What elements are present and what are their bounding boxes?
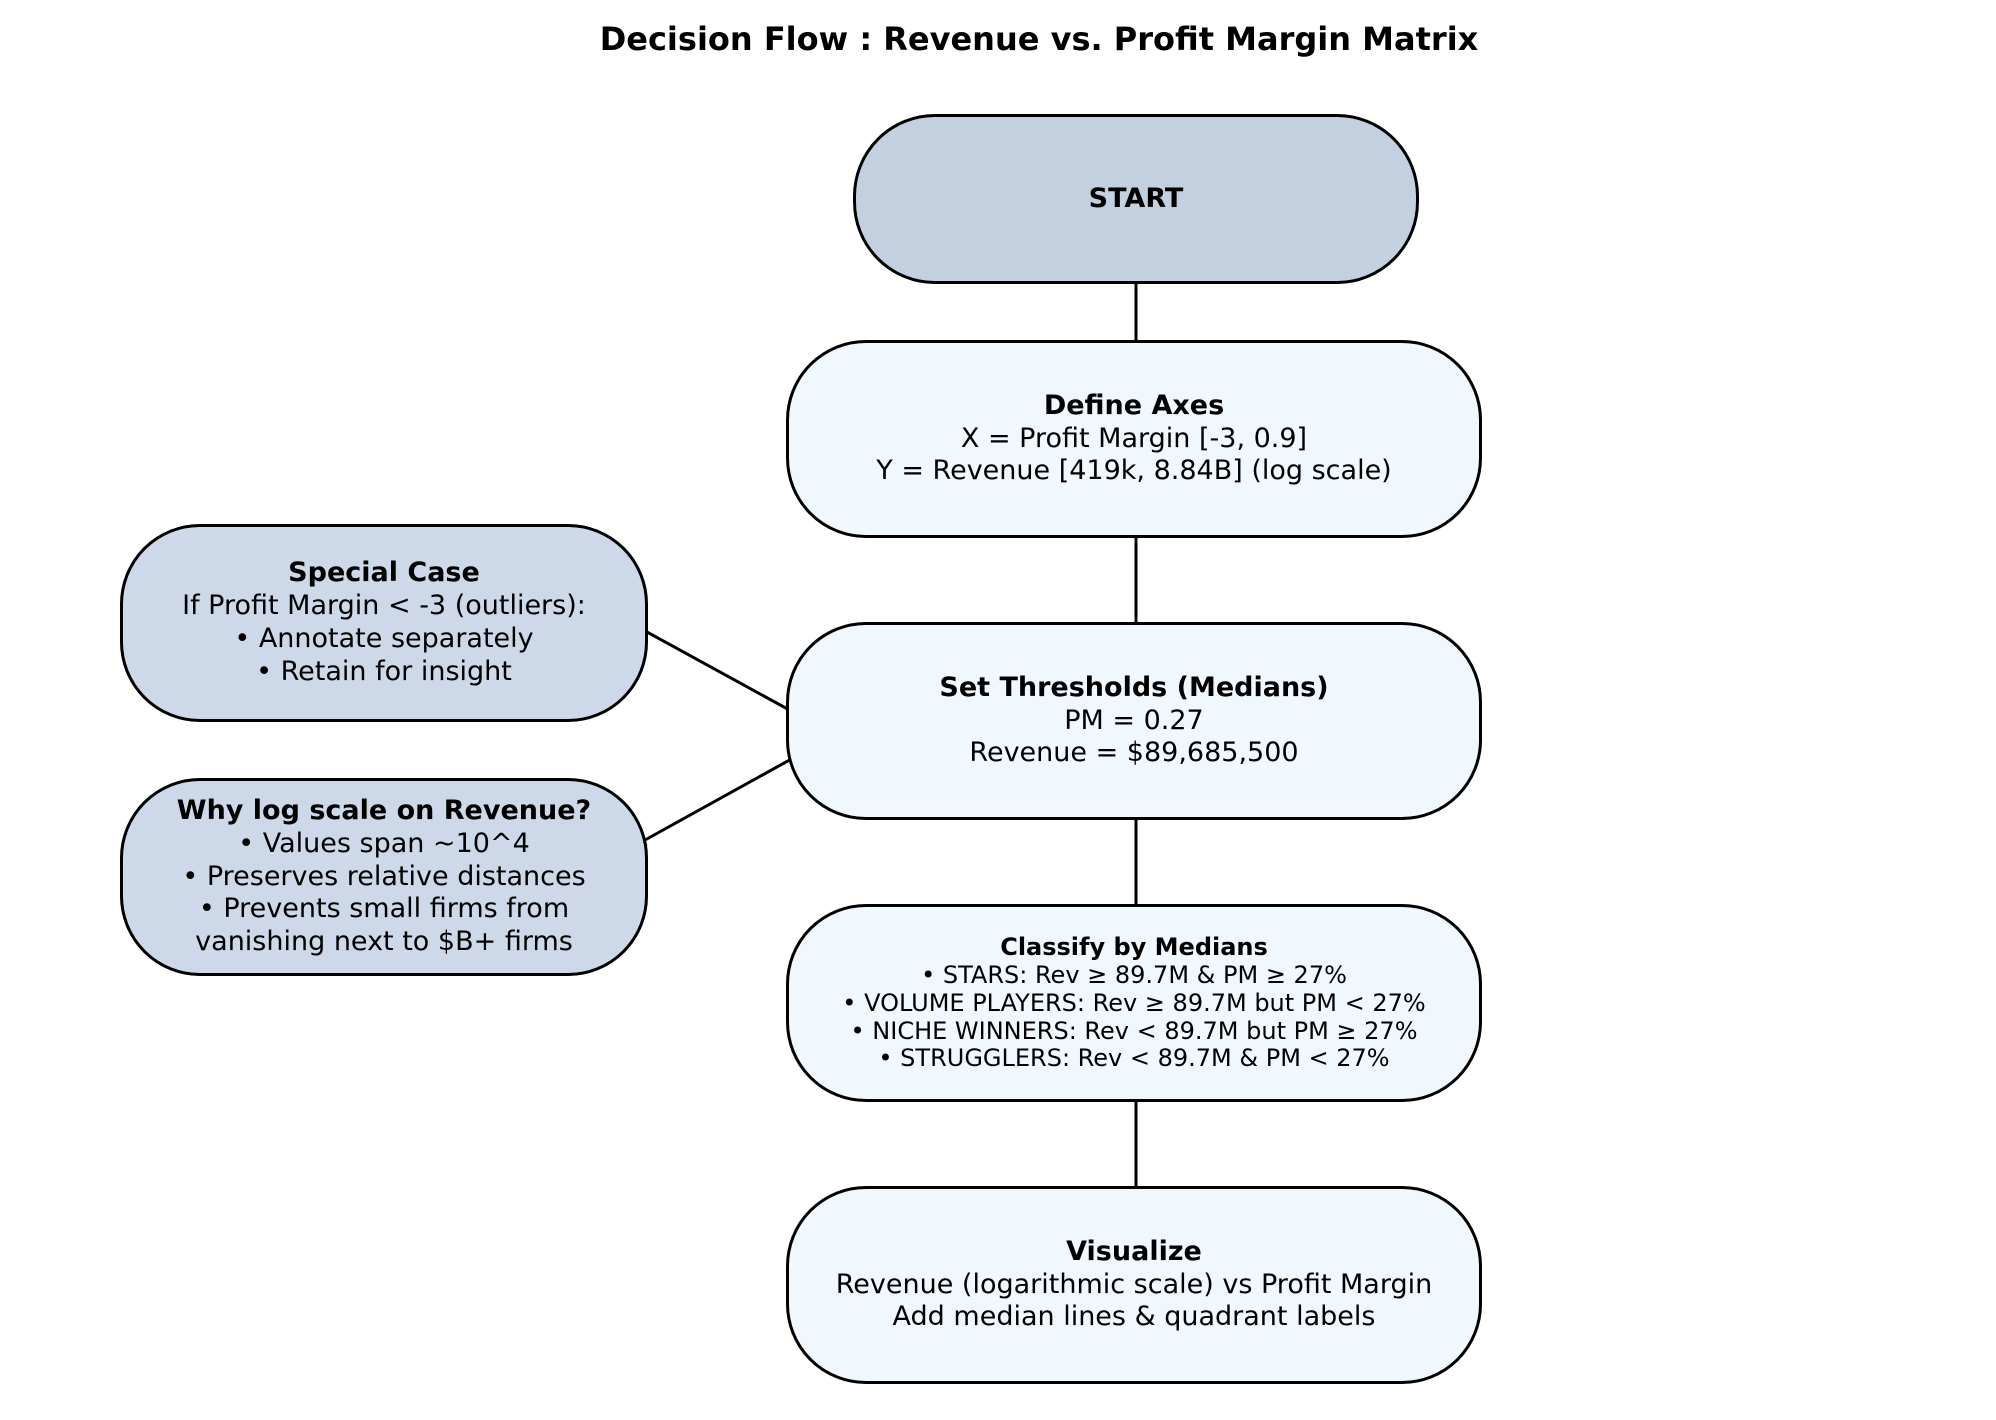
visualize-heading: Visualize	[1066, 1235, 1202, 1267]
special-case-heading: Special Case	[288, 557, 480, 589]
thresholds-line: PM = 0.27	[1064, 704, 1204, 736]
special-case-line: If Profit Margin < -3 (outliers):	[182, 590, 586, 622]
define-axes-line: Y = Revenue [419k, 8.84B] (log scale)	[876, 455, 1392, 487]
diagram-title: Decision Flow : Revenue vs. Profit Margi…	[599, 20, 1479, 58]
special-case-node: Special Case If Profit Margin < -3 (outl…	[120, 524, 648, 722]
visualize-node: Visualize Revenue (logarithmic scale) vs…	[786, 1186, 1482, 1384]
why-log-line: • Preserves relative distances	[182, 860, 586, 892]
why-log-line: • Prevents small firms from	[198, 893, 570, 925]
special-case-line: • Retain for insight	[256, 655, 512, 687]
special-case-line: • Annotate separately	[234, 623, 534, 654]
why-log-node: Why log scale on Revenue? • Values span …	[120, 778, 648, 976]
why-log-line: vanishing next to $B+ firms	[195, 926, 573, 958]
why-log-line: • Values span ~10^4	[238, 827, 530, 859]
arrow-thresholds-to-why-log	[634, 750, 805, 847]
classify-node: Classify by Medians • STARS: Rev ≥ 89.7M…	[786, 904, 1482, 1102]
start-node: START	[853, 114, 1419, 284]
classify-line: • NICHE WINNERS: Rev < 89.7M but PM ≥ 27…	[850, 1016, 1418, 1045]
why-log-heading: Why log scale on Revenue?	[176, 794, 592, 826]
visualize-line: Add median lines & quadrant labels	[892, 1301, 1376, 1333]
define-axes-heading: Define Axes	[1043, 389, 1225, 421]
thresholds-heading: Set Thresholds (Medians)	[939, 671, 1329, 703]
classify-line: • VOLUME PLAYERS: Rev ≥ 89.7M but PM < 2…	[842, 989, 1426, 1018]
thresholds-node: Set Thresholds (Medians) PM = 0.27 Reven…	[786, 622, 1482, 820]
arrow-thresholds-to-special-case	[634, 624, 805, 720]
classify-line: • STRUGGLERS: Rev < 89.7M & PM < 27%	[878, 1044, 1390, 1073]
classify-heading: Classify by Medians	[1000, 933, 1268, 962]
define-axes-line: X = Profit Margin [-3, 0.9]	[960, 422, 1308, 454]
classify-line: • STARS: Rev ≥ 89.7M & PM ≥ 27%	[921, 961, 1347, 990]
thresholds-line: Revenue = $89,685,500	[969, 737, 1299, 769]
define-axes-node: Define Axes X = Profit Margin [-3, 0.9] …	[786, 340, 1482, 538]
visualize-line: Revenue (logarithmic scale) vs Profit Ma…	[835, 1268, 1433, 1300]
start-label: START	[1088, 182, 1184, 214]
